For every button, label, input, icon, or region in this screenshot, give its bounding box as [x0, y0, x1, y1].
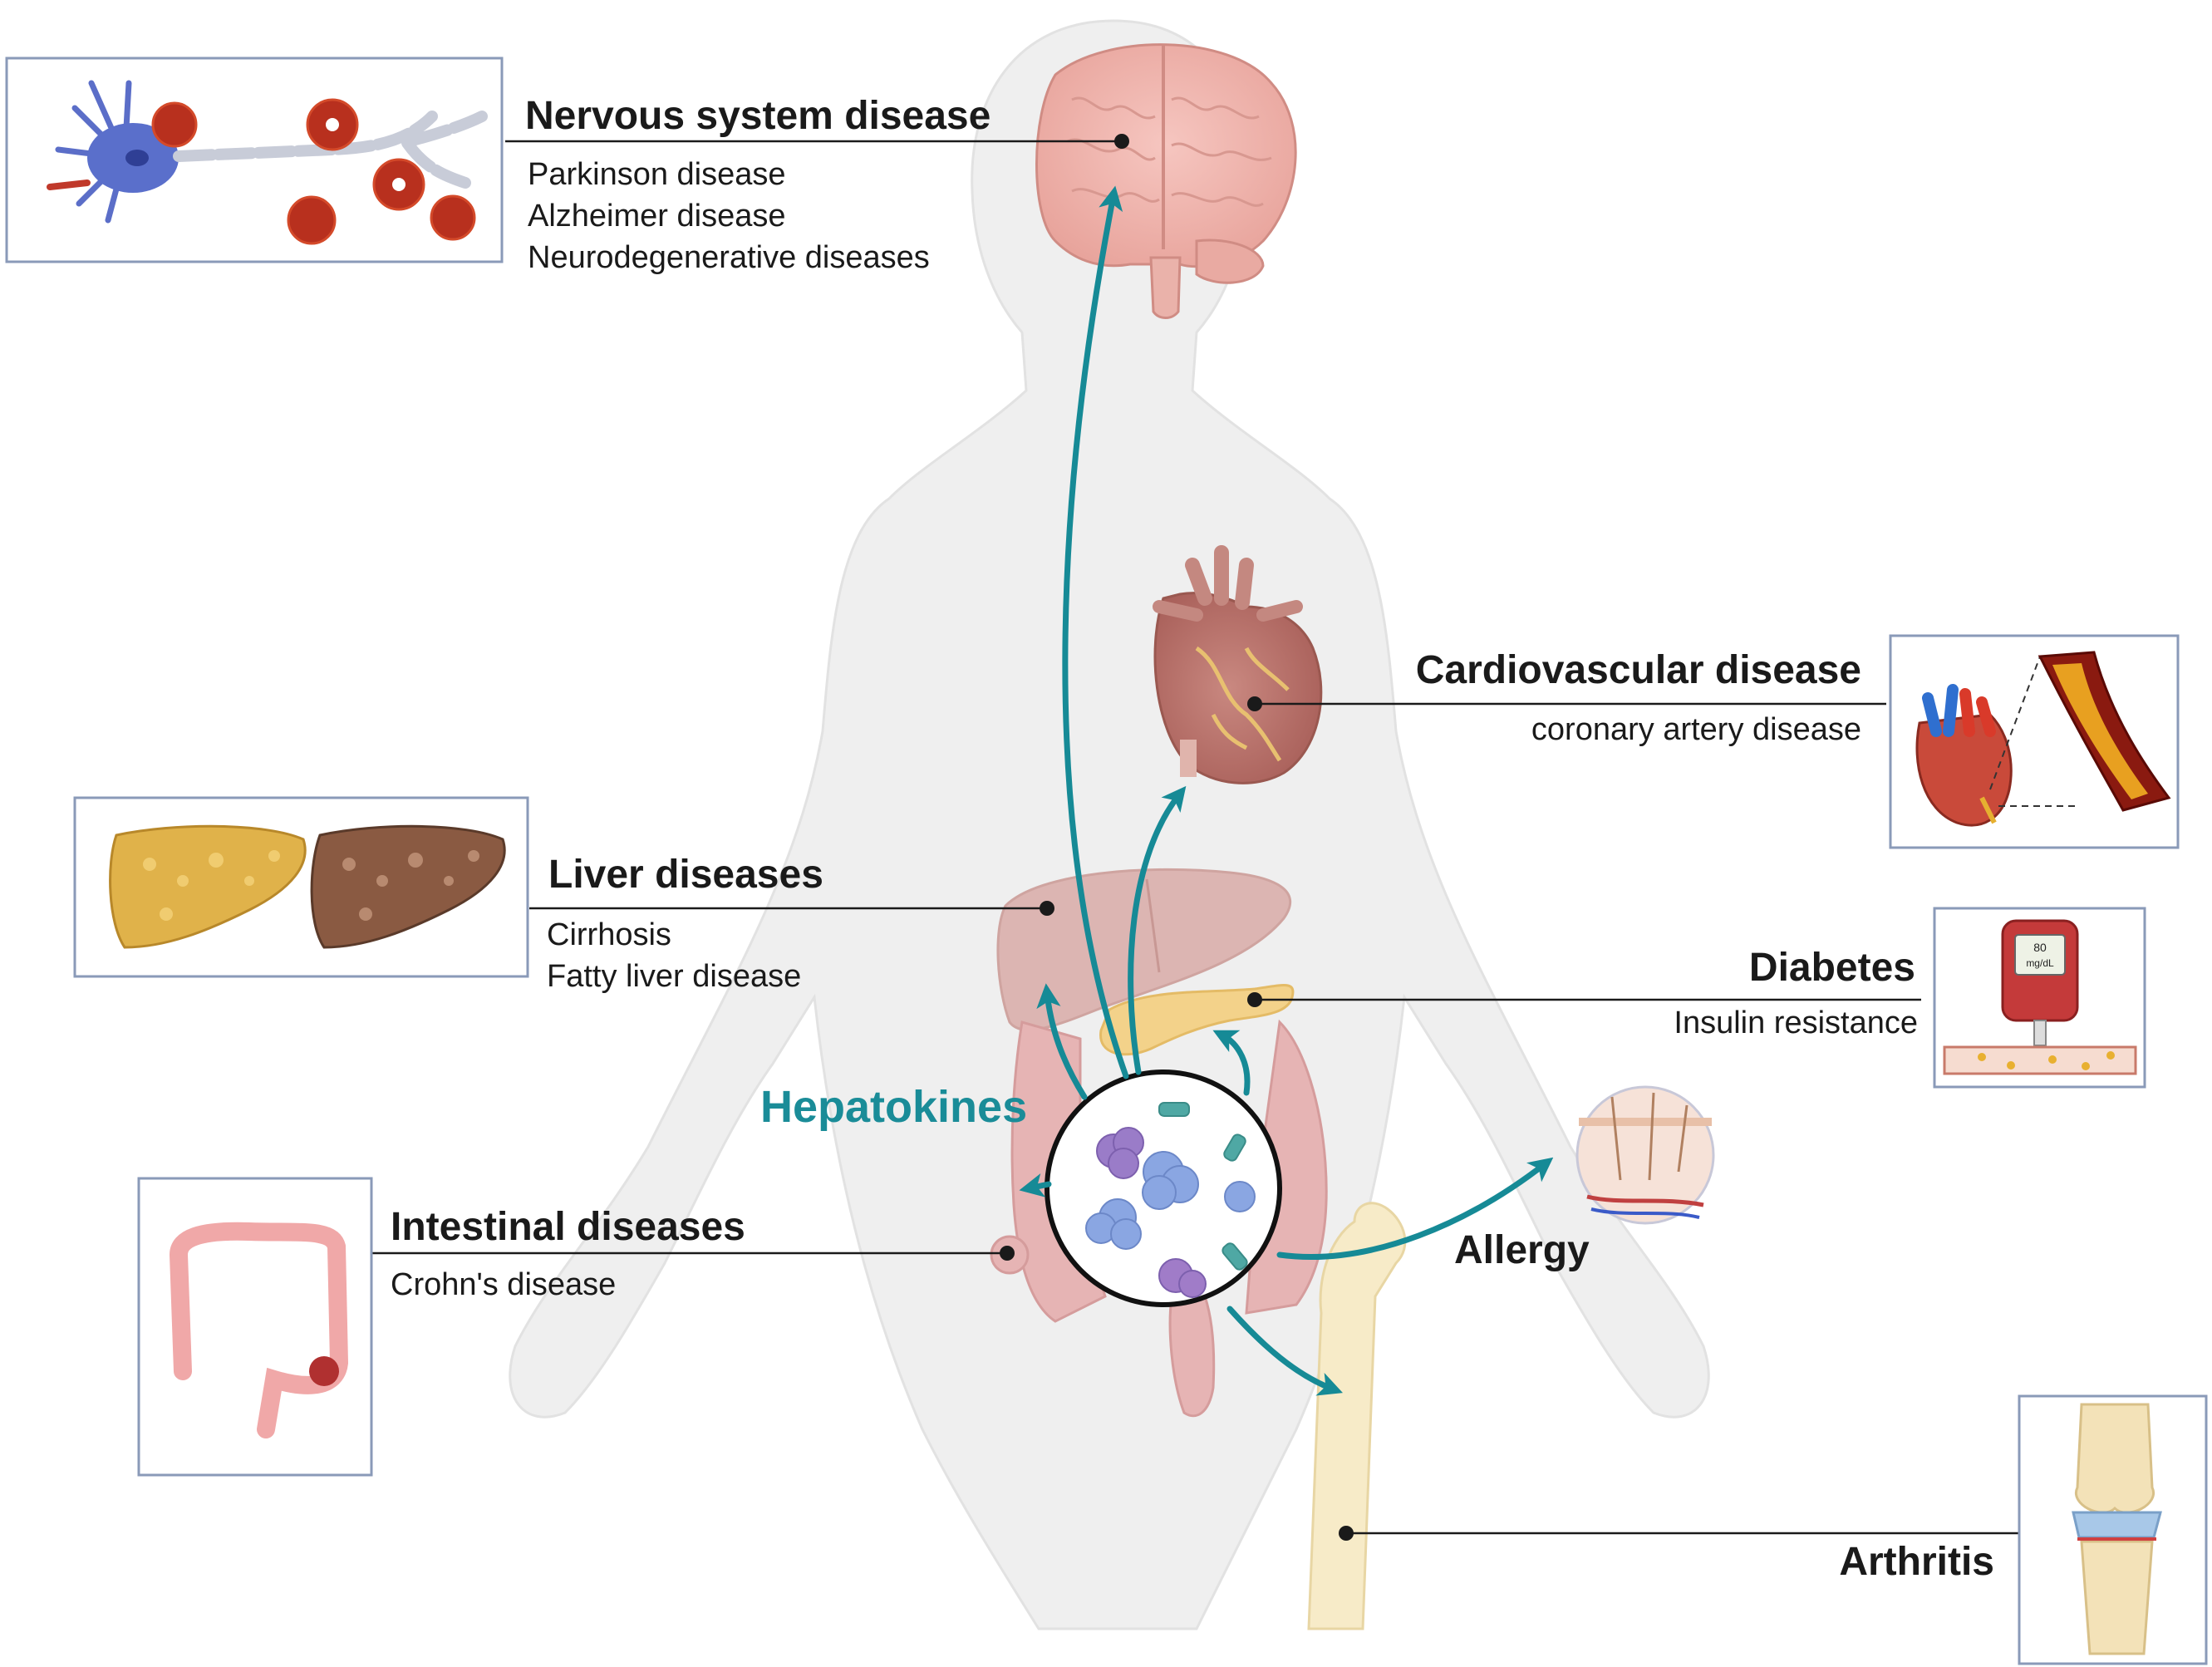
protein-blob-icon — [1096, 1127, 1144, 1179]
neuron-with-plaques-icon — [47, 80, 488, 245]
skin-section-icon — [1575, 1085, 1715, 1225]
cardiovascular-label: Cardiovascular disease coronary artery d… — [1416, 648, 1861, 747]
liver-item: Cirrhosis — [547, 917, 671, 952]
arthritis-title: Arthritis — [1839, 1540, 1994, 1584]
hepatokines-circle — [1045, 1070, 1282, 1307]
nervous-item: Parkinson disease — [528, 157, 786, 192]
diabetes-item: Insulin resistance — [1674, 1006, 1918, 1040]
liver-organ-icon — [996, 868, 1291, 1031]
knee-joint-icon — [2072, 1403, 2162, 1655]
nervous-system-label: Nervous system disease Parkinson disease… — [525, 94, 990, 275]
body-silhouette — [509, 19, 1710, 1630]
hepatokine-arrows — [1019, 185, 1554, 1396]
hepatokines-label: Hepatokines — [760, 1082, 1027, 1132]
meter-unit: mg/dL — [2026, 957, 2054, 969]
heart-artery-plaque-icon — [1915, 651, 2171, 827]
leader-lines — [371, 134, 2019, 1541]
arthritis-inset-box — [2018, 1394, 2208, 1665]
heart-icon — [1153, 545, 1323, 784]
liver-inset-box — [73, 796, 529, 978]
cardiovascular-title: Cardiovascular disease — [1416, 648, 1861, 692]
femur-icon — [1307, 1202, 1407, 1630]
nervous-inset-box — [5, 57, 504, 263]
diabetes-title: Diabetes — [1749, 946, 1915, 990]
tumor-icon — [309, 1356, 339, 1386]
intestinal-item: Crohn's disease — [391, 1267, 616, 1302]
allergy-title: Allergy — [1454, 1228, 1590, 1272]
nervous-item: Neurodegenerative diseases — [528, 240, 930, 275]
cardiovascular-inset-box — [1889, 634, 2180, 849]
meter-value: 80 — [2033, 941, 2047, 954]
fatty-cirrhotic-liver-icon — [109, 824, 506, 949]
intestinal-inset-box — [137, 1177, 373, 1477]
glucose-meter-icon: 80 mg/dL — [1943, 919, 2137, 1075]
diabetes-label: Diabetes Insulin resistance — [1674, 946, 1918, 1040]
intestinal-title: Intestinal diseases — [391, 1205, 745, 1249]
liver-title: Liver diseases — [548, 853, 823, 897]
pancreas-icon — [1099, 984, 1295, 1056]
liver-item: Fatty liver disease — [547, 959, 801, 994]
colon-tumor-icon — [169, 1222, 349, 1438]
intestinal-label: Intestinal diseases Crohn's disease — [391, 1205, 745, 1302]
diabetes-inset-box: 80 mg/dL — [1933, 907, 2146, 1089]
cardiovascular-item: coronary artery disease — [1531, 712, 1861, 747]
nervous-item: Alzheimer disease — [528, 199, 785, 234]
liver-label: Liver diseases Cirrhosis Fatty liver dis… — [547, 853, 823, 994]
nervous-system-title: Nervous system disease — [525, 94, 990, 138]
